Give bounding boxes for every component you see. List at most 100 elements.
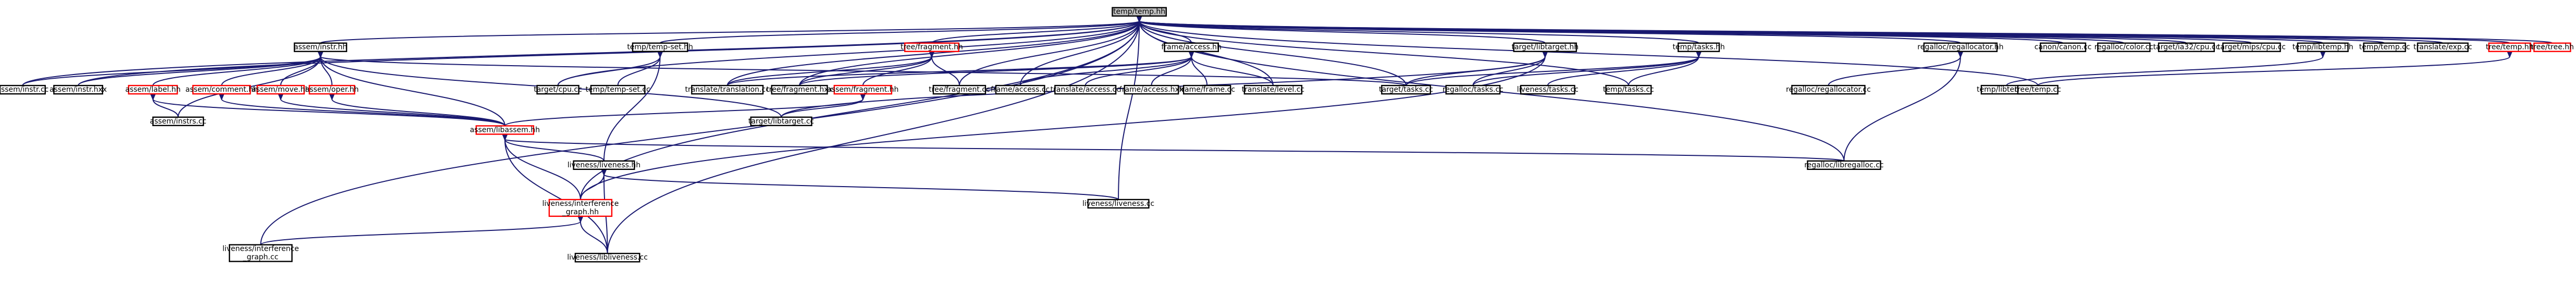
node-assem_libassem_hh[interactable]: assem/libassem.hh <box>470 125 540 135</box>
node-target_libtarget_hh[interactable]: target/libtarget.hh <box>1511 42 1579 52</box>
node-box <box>2297 42 2349 52</box>
node-target_tasks_cc[interactable]: target/tasks.cc <box>1379 84 1433 95</box>
node-assem_label_hh[interactable]: assem/label.hh <box>125 84 181 95</box>
node-temp_temp_set_cc[interactable]: temp/temp-set.cc <box>585 84 650 95</box>
node-label: assem/libassem.hh <box>470 126 540 134</box>
edge-frame_access_hh-to-translate_translation_cc <box>726 57 1191 86</box>
node-temp_temp_cc[interactable]: temp/temp.cc <box>2359 42 2410 52</box>
edge-frame_access_hh-to-frame_access_hxx <box>1151 57 1191 86</box>
node-canon_canon_cc[interactable]: canon/canon.cc <box>2035 42 2092 52</box>
edge-regalloc_regallocator_hh-to-regalloc_libregalloc_cc <box>1843 57 1960 161</box>
node-tree_temp_cc[interactable]: tree/temp.cc <box>2015 84 2061 95</box>
node-frame_access_cc[interactable]: frame/access.cc <box>991 84 1050 95</box>
node-assem_comment_hh[interactable]: assem/comment.hh <box>186 84 258 95</box>
node-box <box>574 253 640 263</box>
node-label: tree/temp.hh <box>2486 43 2534 52</box>
node-label: liveness/liveness.hh <box>568 161 640 169</box>
node-layer: temp/temp.hh assem/instr.hh temp/temp-set.… <box>0 7 2574 263</box>
edge-temp_temp_hh-to-tree_tree_hh <box>1139 21 2553 44</box>
node-box <box>53 84 103 95</box>
node-label: liveness/tasks.cc <box>1517 85 1579 94</box>
node-regalloc_libregalloc_cc[interactable]: regalloc/libregalloc.cc <box>1804 160 1884 170</box>
node-frame_frame_cc[interactable]: frame/frame.cc <box>1179 84 1235 95</box>
edge-layer <box>22 21 2553 254</box>
node-regalloc_regallocator_cc[interactable]: regalloc/regallocator.cc <box>1786 84 1871 95</box>
node-liveness_interference_graph_cc[interactable]: liveness/interference_graph.cc <box>223 244 299 262</box>
node-box <box>2017 84 2059 95</box>
node-tree_tree_hh[interactable]: tree/tree.hh <box>2531 42 2574 52</box>
node-label: target/mips/cpu.cc <box>2217 43 2286 52</box>
node-label: liveness/libliveness.cc <box>567 253 648 262</box>
edge-temp_temp_hh-to-assem_instr_hxx <box>78 21 1139 86</box>
node-frame_access_hh[interactable]: frame/access.hh <box>1161 42 1222 52</box>
node-label: assem/instr.hxx <box>50 85 107 94</box>
node-target_mips_cpu_cc[interactable]: target/mips/cpu.cc <box>2217 42 2286 52</box>
node-label: frame/access.hxx <box>1119 85 1184 94</box>
node-box <box>0 84 46 95</box>
node-label: regalloc/regallocator.cc <box>1786 85 1871 94</box>
node-target_ia32_cpu_cc[interactable]: target/ia32/cpu.cc <box>2153 42 2220 52</box>
node-box <box>1513 42 1577 52</box>
node-tree_fragment_hh[interactable]: tree/fragment.hh <box>901 42 963 52</box>
node-assem_instr_hh[interactable]: assem/instr.hh <box>293 42 348 52</box>
node-translate_translation_cc[interactable]: translate/translation.cc <box>685 84 770 95</box>
node-liveness_liveness_hh[interactable]: liveness/liveness.hh <box>568 160 640 170</box>
node-regalloc_regallocator_hh[interactable]: regalloc/regallocator.hh <box>1917 42 2003 52</box>
node-liveness_libliveness_cc[interactable]: liveness/libliveness.cc <box>567 253 648 263</box>
node-assem_oper_hh[interactable]: assem/oper.hh <box>305 84 359 95</box>
node-regalloc_color_cc[interactable]: regalloc/color.cc <box>2094 42 2153 52</box>
node-translate_level_cc[interactable]: translate/level.cc <box>1242 84 1304 95</box>
node-box <box>1923 42 1998 52</box>
edge-assem_instr_hh-to-assem_label_hh <box>152 57 320 86</box>
node-label: frame/access.hh <box>1161 43 1222 52</box>
node-tree_fragment_cc[interactable]: tree/fragment.cc <box>929 84 990 95</box>
node-temp_tasks_hh[interactable]: temp/tasks.hh <box>1672 42 1725 52</box>
node-label: assem/instr.cc <box>0 85 48 94</box>
node-liveness_tasks_cc[interactable]: liveness/tasks.cc <box>1517 84 1579 95</box>
node-label: temp/temp-set.cc <box>585 85 650 94</box>
node-translate_exp_cc[interactable]: translate/exp.cc <box>2413 42 2472 52</box>
node-label: translate/exp.cc <box>2413 43 2472 52</box>
node-liveness_liveness_cc[interactable]: liveness/liveness.cc <box>1082 199 1154 209</box>
node-temp_temp_set_hh[interactable]: temp/temp-set.hh <box>627 42 693 52</box>
node-tree_temp_hh[interactable]: tree/temp.hh <box>2486 42 2534 52</box>
edge-temp_temp_set_hh-to-temp_temp_set_cc <box>617 57 660 86</box>
node-box <box>1678 42 1720 52</box>
edge-target_libtarget_hh-to-liveness_interference_graph_hh <box>580 57 1545 200</box>
node-temp_libtemp_hh[interactable]: temp/libtemp.hh <box>2292 42 2353 52</box>
node-assem_fragment_hh[interactable]: assem/fragment.hh <box>827 84 898 95</box>
edge-tree_fragment_hh-to-assem_fragment_hh <box>862 57 932 86</box>
node-temp_temp_hh[interactable]: temp/temp.hh <box>1112 7 1167 17</box>
node-assem_instr_cc[interactable]: assem/instr.cc <box>0 84 48 95</box>
node-target_libtarget_cc[interactable]: target/libtarget.cc <box>748 116 814 126</box>
node-box <box>573 160 635 170</box>
node-label: regalloc/regallocator.hh <box>1917 43 2003 52</box>
node-regalloc_tasks_cc[interactable]: regalloc/tasks.cc <box>1443 84 1503 95</box>
node-box <box>1791 84 1866 95</box>
node-assem_instr_hxx[interactable]: assem/instr.hxx <box>50 84 107 95</box>
node-label: liveness/liveness.cc <box>1082 200 1154 208</box>
node-liveness_interference_graph_hh[interactable]: liveness/interference_graph.hh <box>542 199 619 217</box>
edge-frame_access_hh-to-translate_access_cc <box>1084 57 1191 86</box>
edge-frame_access_hh-to-frame_frame_cc <box>1191 57 1208 86</box>
node-label: tree/fragment.hxx <box>766 85 833 94</box>
node-frame_access_hxx[interactable]: frame/access.hxx <box>1119 84 1184 95</box>
node-target_cpu_cc[interactable]: target/cpu.cc <box>534 84 582 95</box>
node-temp_tasks_cc[interactable]: temp/tasks.cc <box>1603 84 1654 95</box>
edge-temp_tasks_hh-to-temp_tasks_cc <box>1628 57 1699 86</box>
node-box <box>475 125 535 135</box>
node-box <box>1054 84 1117 95</box>
edge-assem_instr_hh-to-assem_comment_hh <box>221 57 321 86</box>
node-tree_fragment_hxx[interactable]: tree/fragment.hxx <box>766 84 833 95</box>
node-label: translate/access.cc <box>1051 85 1120 94</box>
edge-temp_temp_hh-to-target_libtarget_hh <box>1139 21 1546 44</box>
node-box <box>2417 42 2469 52</box>
node-assem_move_hh[interactable]: assem/move.hh <box>252 84 310 95</box>
edge-regalloc_regallocator_hh-to-regalloc_regallocator_cc <box>1828 57 1960 86</box>
node-box <box>590 84 646 95</box>
edge-assem_move_hh-to-assem_libassem_hh <box>281 99 506 127</box>
node-translate_access_cc[interactable]: translate/access.cc <box>1051 84 1120 95</box>
node-assem_instrs_cc[interactable]: assem/instrs.cc <box>150 116 207 126</box>
node-label: regalloc/libregalloc.cc <box>1804 161 1883 169</box>
node-label: assem/instrs.cc <box>150 117 207 126</box>
